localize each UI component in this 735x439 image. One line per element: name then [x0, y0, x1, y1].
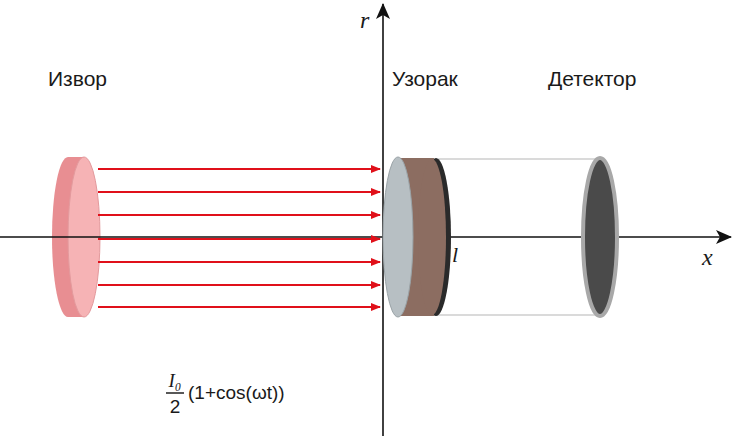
- cylinder-outline: [438, 159, 600, 315]
- dimension-label: l: [452, 244, 458, 266]
- detector-disk: [583, 158, 617, 316]
- fraction-bar: [166, 392, 184, 393]
- formula-part: 2: [170, 397, 181, 416]
- source-label: Извор: [48, 68, 107, 89]
- formula-part: I₀: [169, 371, 182, 390]
- x-axis: [0, 236, 731, 238]
- axis-label: x: [702, 245, 713, 269]
- sample-label: Узорак: [392, 68, 458, 89]
- formula-part: (1+cos(ωt)): [188, 383, 285, 402]
- sample-disk: [383, 157, 451, 317]
- axis-label: r: [360, 8, 369, 32]
- light-rays: [98, 169, 380, 307]
- detector-label: Детектор: [548, 68, 636, 89]
